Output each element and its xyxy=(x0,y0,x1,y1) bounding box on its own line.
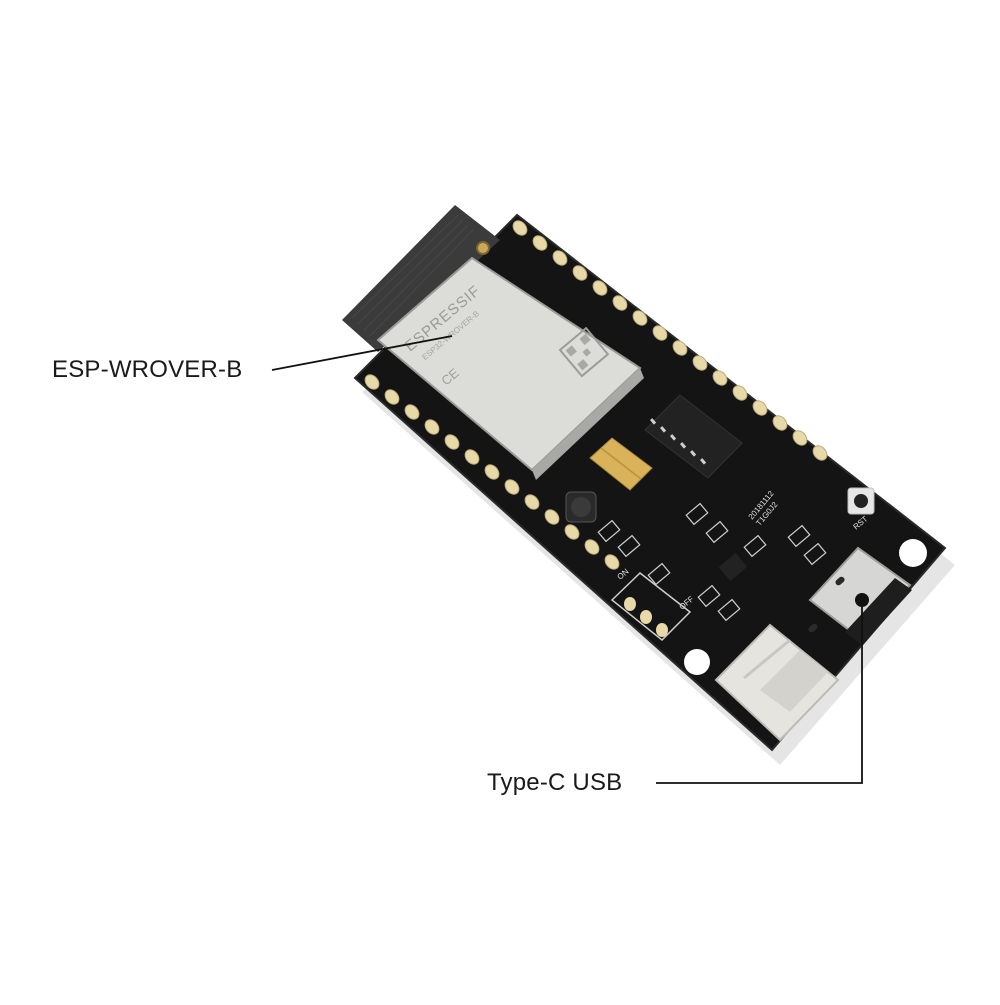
header-pads-top xyxy=(512,220,828,461)
regulator xyxy=(718,553,748,581)
inductor xyxy=(565,491,597,523)
mounting-hole xyxy=(684,649,710,675)
battery-connector xyxy=(714,623,840,742)
ufl-connector xyxy=(476,241,490,255)
usb-uart-chip xyxy=(644,394,743,479)
tantalum-capacitors xyxy=(589,437,653,491)
callout-dot xyxy=(855,593,869,607)
header-pads-bottom xyxy=(364,374,620,570)
callout-label-esp-wrover-b: ESP-WROVER-B xyxy=(52,356,243,383)
qr-code xyxy=(558,326,610,378)
mounting-hole xyxy=(899,539,927,567)
callout-label-type-c-usb: Type-C USB xyxy=(487,769,623,796)
callout-line-esp xyxy=(271,335,453,371)
antenna-area xyxy=(342,205,500,352)
callout-line-usb xyxy=(656,593,869,784)
smd-components xyxy=(597,502,827,622)
